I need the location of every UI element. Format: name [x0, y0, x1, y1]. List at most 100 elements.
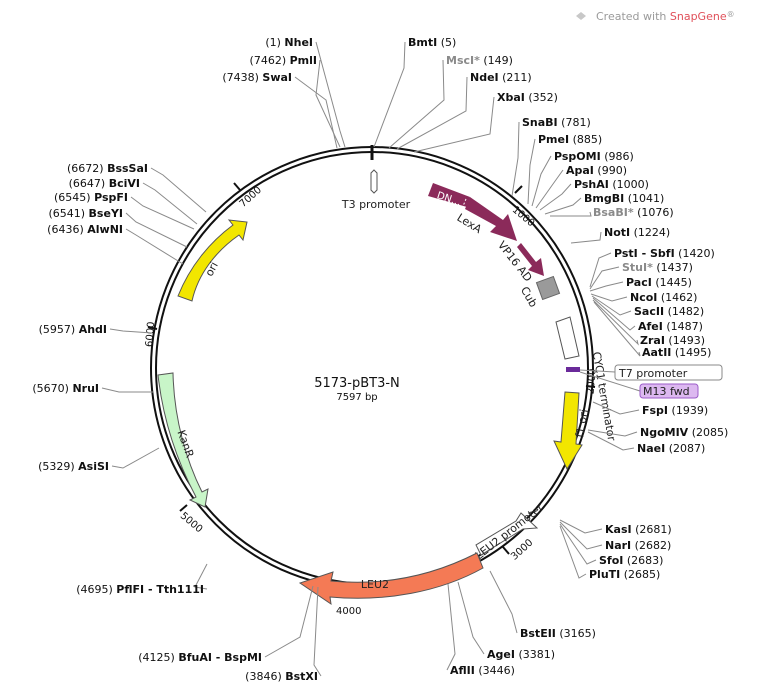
- site-name: AlwNI: [87, 223, 123, 236]
- site-leader-line: [589, 281, 624, 292]
- restriction-site-label: (5670) NruI: [32, 382, 99, 395]
- site-position: (1493): [668, 334, 705, 347]
- site-position: (7438): [222, 71, 259, 84]
- site-leader-line: [592, 299, 639, 346]
- restriction-site-label: (6541) BseYI: [48, 207, 123, 220]
- site-leader-line: [559, 523, 597, 565]
- site-leader-line: [590, 293, 628, 302]
- site-position: (1445): [655, 276, 692, 289]
- site-name: FspI: [642, 404, 668, 417]
- site-position: (6436): [47, 223, 84, 236]
- site-name: NdeI: [470, 71, 499, 84]
- vp16-ad-arrow: [517, 243, 544, 276]
- site-position: (1420): [678, 247, 715, 260]
- site-leader-line: [550, 211, 592, 217]
- svg-text:Created with SnapGene®: Created with SnapGene®: [596, 10, 735, 23]
- watermark-mark: ®: [727, 10, 735, 19]
- site-leader-line: [150, 167, 207, 213]
- site-leader-line: [142, 182, 198, 225]
- site-name: AgeI: [487, 648, 515, 661]
- restriction-site-label: PacI (1445): [626, 276, 692, 289]
- tick-6000-label: 6000: [144, 321, 157, 347]
- site-leader-line: [539, 183, 572, 211]
- restriction-site-label: (7438) SwaI: [222, 71, 292, 84]
- tick-7000-mark: [233, 182, 241, 191]
- restriction-site-label: SnaBI (781): [522, 116, 591, 129]
- restriction-site-label: AatII (1495): [642, 346, 711, 359]
- restriction-site-label: PstI - SbfI (1420): [614, 247, 715, 260]
- site-name: SfoI: [599, 554, 623, 567]
- site-position: (1437): [656, 261, 693, 274]
- site-name: BstXI: [285, 670, 318, 683]
- snapgene-watermark: Created with SnapGene®: [576, 10, 735, 23]
- site-leader-line: [589, 252, 612, 288]
- tick-3000-mark: [502, 546, 510, 555]
- site-leader-line: [489, 570, 518, 634]
- f1-ori-label: f1 ori: [573, 408, 591, 439]
- cub-label: Cub: [518, 284, 540, 309]
- site-name: PstI - SbfI: [614, 247, 675, 260]
- restriction-site-label: NgoMIV (2085): [640, 426, 728, 439]
- site-leader-line: [446, 583, 456, 671]
- site-position: (2685): [624, 568, 661, 581]
- kanr-arrow: [157, 372, 209, 508]
- ori-arrow: [177, 219, 248, 302]
- tick-1000-label: 1000: [510, 205, 537, 230]
- site-position: (1041): [628, 192, 665, 205]
- site-name: NruI: [72, 382, 99, 395]
- site-position: (1076): [637, 206, 674, 219]
- restriction-site-label: SacII (1482): [634, 305, 704, 318]
- m13-fwd-box: [639, 383, 699, 399]
- restriction-site-label: AflII (3446): [450, 664, 515, 677]
- leu2-label: LEU2: [361, 578, 389, 591]
- leu2-promoter-arrow: [475, 512, 539, 556]
- site-leader-line: [559, 525, 587, 579]
- tick-5000-mark: [179, 504, 188, 512]
- site-leader-line: [535, 169, 564, 209]
- restriction-site-label: NdeI (211): [470, 71, 532, 84]
- site-name: SnaBI: [522, 116, 558, 129]
- ori-label: ori: [203, 260, 221, 279]
- site-position: (1462): [661, 291, 698, 304]
- site-position: (149): [483, 54, 513, 67]
- site-name: MscI*: [446, 54, 480, 67]
- t3-promoter-label: T3 promoter: [341, 198, 411, 211]
- site-position: (3846): [245, 670, 282, 683]
- site-position: (5): [441, 36, 457, 49]
- site-name: PmlI: [290, 54, 317, 67]
- site-name: BciVI: [109, 177, 140, 190]
- lexa-arrow: [465, 197, 517, 241]
- site-position: (6541): [48, 207, 85, 220]
- site-leader-line: [527, 138, 536, 205]
- site-name: PmeI: [538, 133, 569, 146]
- restriction-site-label: BstEII (3165): [520, 627, 596, 640]
- tick-2000-mark: [585, 385, 596, 388]
- restriction-site-label: (5329) AsiSI: [38, 460, 109, 473]
- plasmid-name: 5173-pBT3-N: [314, 376, 400, 391]
- site-name: NarI: [605, 539, 631, 552]
- site-leader-line: [315, 41, 346, 148]
- site-name: XbaI: [497, 91, 525, 104]
- site-position: (211): [502, 71, 532, 84]
- site-name: StuI*: [622, 261, 653, 274]
- watermark-prefix: Created with: [596, 10, 670, 23]
- site-name: SacII: [634, 305, 664, 318]
- site-position: (6545): [54, 191, 91, 204]
- site-leader-line: [373, 41, 406, 148]
- restriction-site-label: PshAI (1000): [574, 178, 649, 191]
- site-name: BsaBI*: [593, 206, 634, 219]
- restriction-site-label: AfeI (1487): [638, 320, 703, 333]
- site-name: BseYI: [89, 207, 123, 220]
- restriction-site-label: (6436) AlwNI: [47, 223, 123, 236]
- site-name: KasI: [605, 523, 632, 536]
- restriction-site-label: AgeI (3381): [487, 648, 555, 661]
- site-leader-line: [559, 519, 603, 534]
- site-name: NaeI: [637, 442, 665, 455]
- site-name: AflII: [450, 664, 475, 677]
- m13-fwd-leader: [579, 371, 641, 392]
- restriction-site-label: SfoI (2683): [599, 554, 663, 567]
- site-name: PflFI - Tth111I: [116, 583, 204, 596]
- site-position: (2682): [635, 539, 672, 552]
- site-leader-line: [511, 121, 520, 197]
- t3-promoter-arrow: [370, 169, 378, 194]
